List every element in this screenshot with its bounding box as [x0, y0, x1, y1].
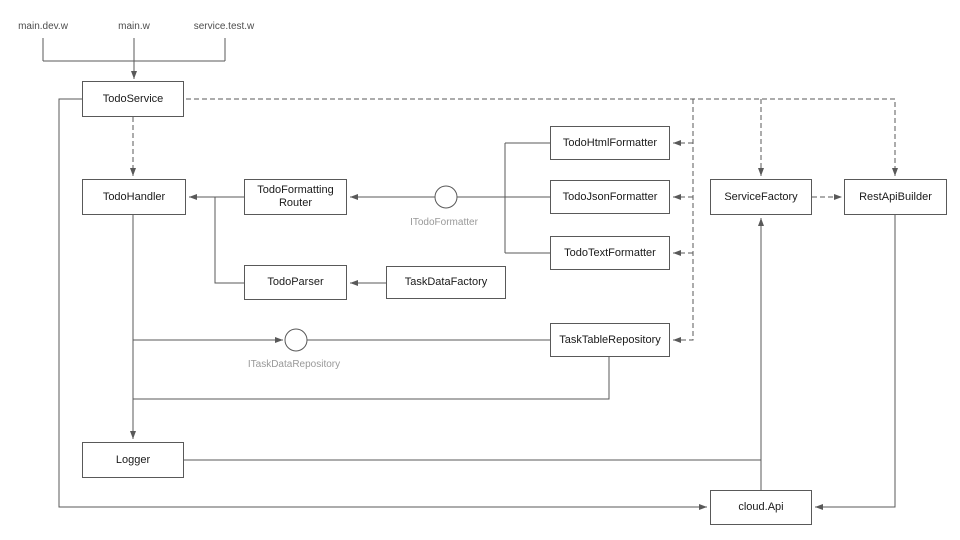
node-todo-json-formatter[interactable]: TodoJsonFormatter: [550, 180, 670, 214]
edge-parser-junction: [214, 197, 244, 284]
node-todo-text-formatter[interactable]: TodoTextFormatter: [550, 236, 670, 270]
interface-circle-itask-data-repository: [284, 328, 308, 352]
interface-label-itask-data-repository: ITaskDataRepository: [247, 359, 341, 370]
node-task-data-factory[interactable]: TaskDataFactory: [386, 266, 506, 299]
node-todo-handler[interactable]: TodoHandler: [82, 179, 186, 215]
node-todo-formatting-router[interactable]: TodoFormatting Router: [244, 179, 347, 215]
edge-todoservice-trunk: [186, 98, 898, 176]
interface-label-itodo-formatter: ITodoFormatter: [410, 217, 478, 228]
node-task-table-repository[interactable]: TaskTableRepository: [550, 323, 670, 357]
node-logger[interactable]: Logger: [82, 442, 184, 478]
node-service-factory[interactable]: ServiceFactory: [710, 179, 812, 215]
node-rest-api-builder[interactable]: RestApiBuilder: [844, 179, 947, 215]
entry-label-main-w: main.w: [118, 21, 150, 32]
interface-circle-itodo-formatter: [434, 185, 458, 209]
node-todo-service[interactable]: TodoService: [82, 81, 184, 117]
node-cloud-api[interactable]: cloud.Api: [710, 490, 812, 525]
edge-trunk-to-tasktablerepo: [673, 99, 694, 343]
node-todo-html-formatter[interactable]: TodoHtmlFormatter: [550, 126, 670, 160]
edge-todoservice-to-cloudapi: [58, 98, 707, 510]
entry-label-service-test-w: service.test.w: [193, 21, 255, 32]
entry-label-main-dev-w: main.dev.w: [18, 21, 68, 32]
edge-restapibuilder-to-cloudapi: [815, 215, 896, 510]
edge-tasktablerepo-to-handlerline: [133, 357, 610, 400]
node-todo-parser[interactable]: TodoParser: [244, 265, 347, 300]
